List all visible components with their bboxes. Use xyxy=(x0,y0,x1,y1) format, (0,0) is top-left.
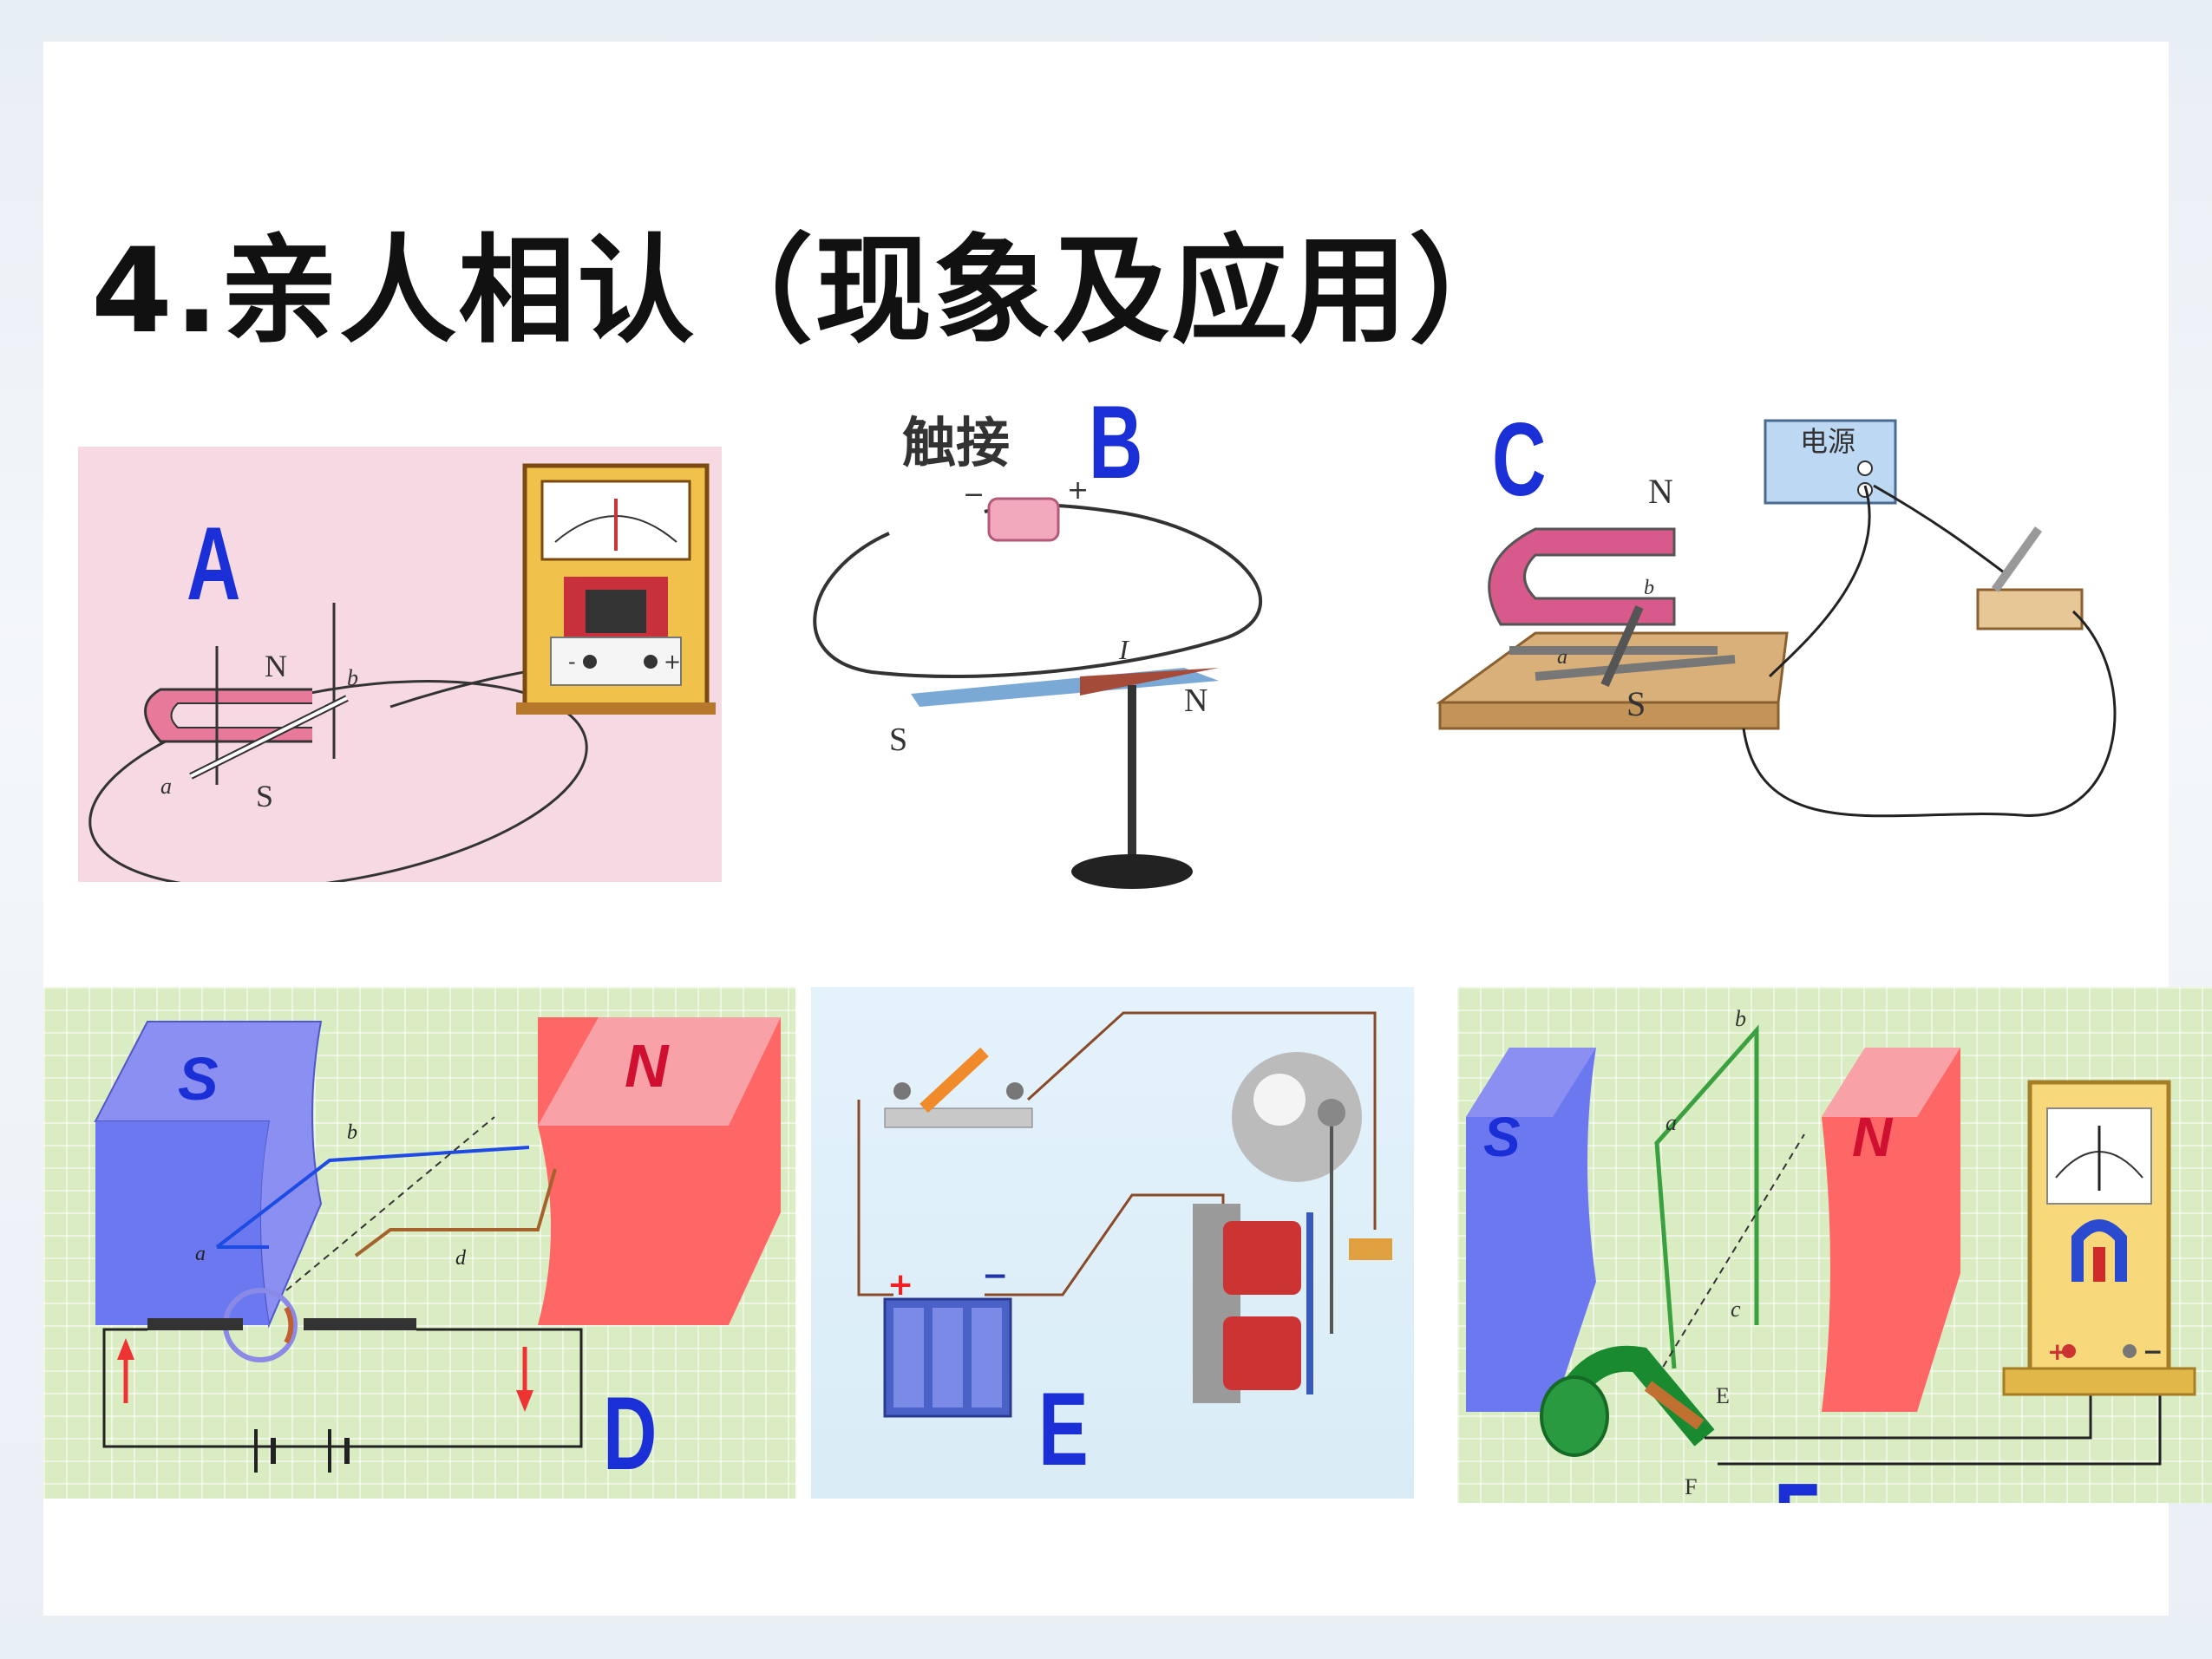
panel-b-letter: B xyxy=(1089,384,1143,500)
d-magnet-s-label: S xyxy=(178,1045,219,1113)
e-battery-plus: + xyxy=(887,1267,913,1303)
diagram-f-panel: S N a b c E F + − F xyxy=(1457,987,2212,1503)
diagram-e-panel: + − E xyxy=(811,987,1414,1499)
panel-d-letter: D xyxy=(603,1375,658,1492)
diagram-b-illustration: N S I − + xyxy=(813,475,1262,889)
e-battery-minus: − xyxy=(982,1258,1008,1294)
c-label-n: N xyxy=(1648,472,1673,511)
diagram-a-illustration: N S a b - + xyxy=(88,463,716,882)
diagram-e-illustration: + − xyxy=(857,1011,1392,1418)
b-label-minus: − xyxy=(963,480,985,510)
d-magnet-n-label: N xyxy=(625,1032,670,1100)
panel-f-letter: F xyxy=(1774,1468,1820,1503)
diagram-c-illustration: N S a b 电源 xyxy=(1436,419,2117,818)
f-label-f: F xyxy=(1685,1474,1697,1499)
f-galvanometer-plus: + xyxy=(2047,1337,2067,1366)
panel-a-letter: A xyxy=(187,506,241,622)
diagram-b-panel: N S I − + 触接 B xyxy=(768,382,1332,902)
d-label-a: a xyxy=(195,1243,206,1265)
galvanometer-plus-label: + xyxy=(664,650,681,674)
c-power-label: 电源 xyxy=(1800,425,1855,458)
c-label-a: a xyxy=(1557,646,1567,669)
b-label-i: I xyxy=(1118,634,1129,665)
galvanometer-minus-label: - xyxy=(568,650,576,674)
a-label-a: a xyxy=(160,774,172,799)
a-label-b: b xyxy=(347,665,358,690)
c-label-s: S xyxy=(1626,684,1646,723)
page-title: 4.亲人相认（现象及应用） xyxy=(91,223,1528,359)
b-label-n: N xyxy=(1184,683,1207,719)
diagram-a-panel: N S a b - + A xyxy=(78,447,722,882)
panel-e-letter: E xyxy=(1038,1371,1089,1487)
c-label-b: b xyxy=(1644,577,1654,599)
b-label-plus: + xyxy=(1067,475,1089,506)
f-label-c: c xyxy=(1731,1297,1741,1322)
diagram-f-illustration: S N a b c E F + − xyxy=(1466,1006,2196,1499)
d-label-d: d xyxy=(455,1247,467,1270)
b-label-s: S xyxy=(889,722,907,758)
diagram-d-panel: S N a b d D xyxy=(43,987,795,1499)
f-galvanometer-minus: − xyxy=(2143,1337,2163,1366)
d-label-b: b xyxy=(347,1121,357,1144)
a-label-s: S xyxy=(256,779,273,813)
f-magnet-n-label: N xyxy=(1852,1106,1894,1168)
f-label-e: E xyxy=(1716,1383,1730,1408)
f-label-a: a xyxy=(1666,1110,1677,1135)
f-magnet-s-label: S xyxy=(1483,1106,1521,1168)
a-label-n: N xyxy=(265,649,287,683)
galvanometer: - + xyxy=(516,463,716,715)
f-label-b: b xyxy=(1735,1006,1746,1031)
panel-b-caption: 触接 xyxy=(902,411,1011,474)
diagram-c-panel: N S a b 电源 C xyxy=(1431,399,2125,885)
panel-c-letter: C xyxy=(1492,402,1547,518)
diagram-d-illustration: S N a b d xyxy=(94,1017,781,1473)
